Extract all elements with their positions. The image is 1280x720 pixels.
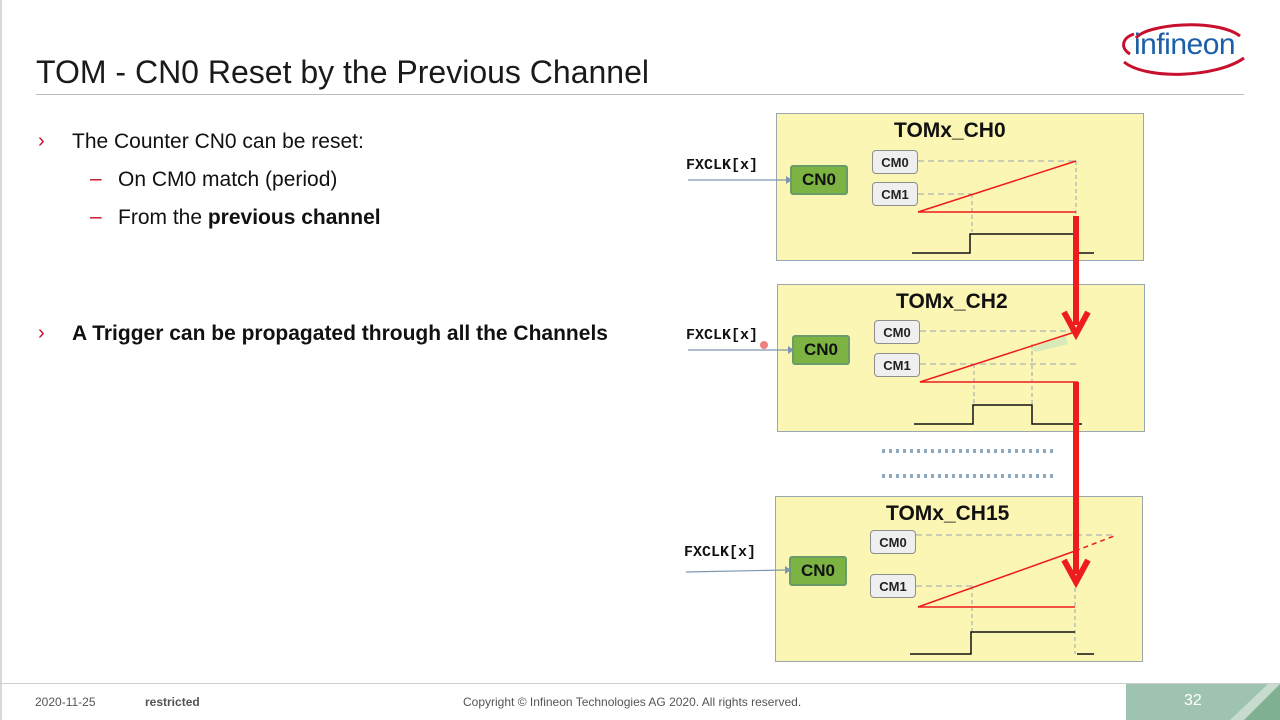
sub-bullet-text: From the previous channel — [118, 205, 381, 231]
channel-ellipsis — [882, 449, 1054, 478]
clock-label: FXCLK[x] — [686, 327, 759, 344]
bullet-1: › The Counter CN0 can be reset: — [38, 129, 364, 155]
bullet-2: › A Trigger can be propagated through al… — [38, 321, 638, 347]
trigger-arrows — [1030, 216, 1091, 589]
cm1-register: CM1 — [874, 353, 920, 377]
title-divider — [36, 94, 1244, 95]
logo-text: infineon — [1134, 28, 1236, 61]
clock-arrows — [685, 176, 794, 574]
cn0-counter: CN0 — [792, 335, 850, 365]
cn0-counter: CN0 — [790, 165, 848, 195]
sub-bullet-bold: previous channel — [207, 206, 381, 229]
cn0-counter: CN0 — [789, 556, 847, 586]
sub-bullet-1: – On CM0 match (period) — [90, 167, 337, 193]
logo-swoosh-icon — [1122, 23, 1245, 76]
footer-copyright: Copyright © Infineon Technologies AG 202… — [463, 695, 802, 709]
left-edge — [0, 0, 2, 720]
clock-label: FXCLK[x] — [684, 544, 757, 561]
sub-bullet-dash: – — [90, 167, 102, 190]
ch15-waveform — [910, 534, 1116, 655]
bullet-text: The Counter CN0 can be reset: — [72, 130, 364, 153]
channel-title: TOMx_CH15 — [886, 502, 1010, 525]
corner-triangle-icon — [1230, 684, 1280, 720]
sub-bullet-prefix: From the — [118, 206, 208, 229]
channel-title: TOMx_CH0 — [894, 119, 1006, 142]
footer-date: 2020-11-25 — [35, 695, 96, 709]
bullet-text: A Trigger can be propagated through all … — [72, 322, 608, 345]
channel-title: TOMx_CH2 — [896, 290, 1008, 313]
sub-bullet-text: On CM0 match (period) — [118, 168, 338, 191]
ch2-waveform — [914, 330, 1082, 425]
bullet-marker: › — [38, 322, 45, 344]
bullet-marker: › — [38, 130, 45, 152]
cm1-register: CM1 — [870, 574, 916, 598]
cm0-register: CM0 — [870, 530, 916, 554]
cm0-register: CM0 — [874, 320, 920, 344]
slide-title: TOM - CN0 Reset by the Previous Channel — [36, 54, 649, 90]
cm1-register: CM1 — [872, 182, 918, 206]
pointer-dot-icon — [760, 341, 768, 349]
clock-label: FXCLK[x] — [686, 157, 759, 174]
sub-bullet-2: – From the previous channel — [90, 205, 381, 231]
footer-classification: restricted — [145, 695, 200, 709]
infineon-logo: infineon — [1116, 18, 1248, 78]
ch0-waveform — [912, 160, 1094, 254]
footer-divider — [0, 683, 1280, 684]
cm0-register: CM0 — [872, 150, 918, 174]
page-number: 32 — [1184, 692, 1202, 709]
sub-bullet-dash: – — [90, 205, 102, 228]
